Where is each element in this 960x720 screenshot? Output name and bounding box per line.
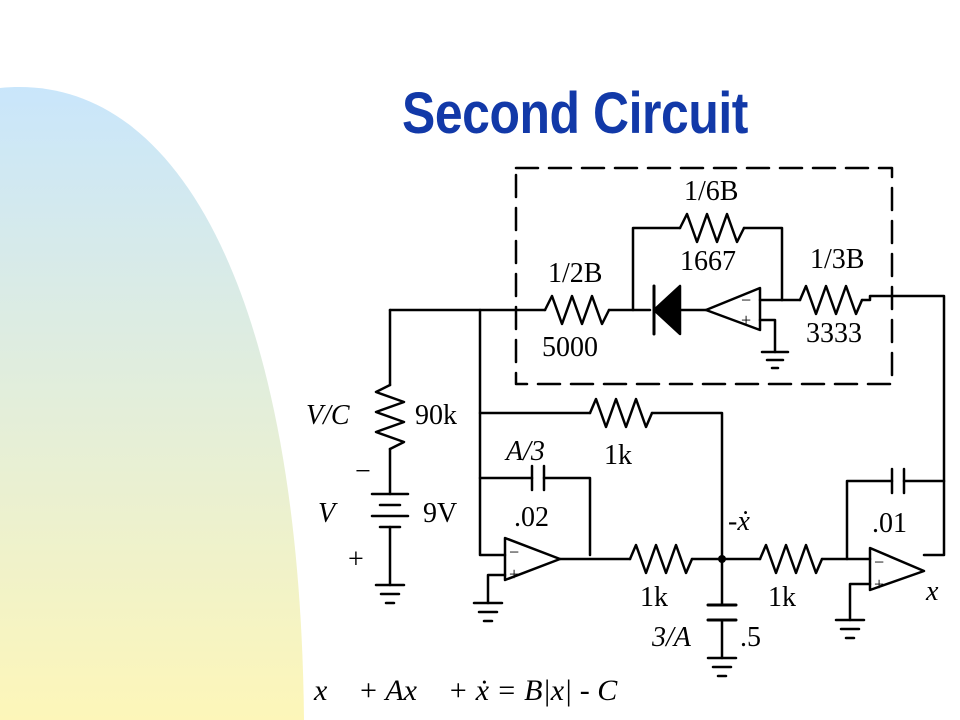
value-vc: 90k: [415, 400, 457, 431]
label-battery: V: [318, 498, 338, 529]
resistor-sixth-b: [678, 212, 746, 244]
capacitor-2: [890, 467, 906, 495]
ground-right: [834, 618, 866, 640]
ground-battery: [374, 583, 406, 605]
resistor-bottom-1: [628, 543, 694, 575]
label-output: x: [925, 576, 939, 607]
differential-equation: x⃛ + Ax⃛ + ẋ = B|x| - C: [313, 674, 618, 707]
opamp-top-minus: −: [741, 290, 751, 310]
resistor-mid: [588, 397, 654, 429]
wire: [631, 226, 682, 312]
opamp-right: [868, 546, 926, 592]
label-sixth-b: 1/6B: [684, 176, 738, 207]
wire: [542, 476, 592, 557]
label-xdot: -ẋ: [728, 506, 750, 537]
resistor-half-b: [543, 294, 611, 326]
label-half-b: 1/2B: [548, 258, 602, 289]
ground-left: [472, 601, 504, 623]
capacitor-3: [706, 603, 738, 622]
opamp-left: [503, 536, 562, 582]
wire: [860, 294, 946, 557]
value-half-b: 5000: [542, 332, 598, 363]
ground-cap3: [706, 656, 738, 678]
resistor-third-b: [798, 284, 864, 316]
label-third-b: 1/3B: [810, 244, 864, 275]
value-cap2: .01: [872, 508, 907, 539]
value-cap1: .02: [514, 502, 549, 533]
value-third-b: 3333: [806, 318, 862, 349]
value-bottom2: 1k: [768, 582, 796, 613]
opamp-top-plus: +: [741, 310, 751, 330]
battery-plus: +: [348, 544, 364, 575]
value-bottom1: 1k: [640, 582, 668, 613]
label-cap3: 3/A: [651, 622, 692, 653]
label-vc: V/C: [306, 400, 350, 431]
wire: [650, 411, 724, 561]
value-sixth-b: 1667: [680, 246, 736, 277]
value-battery: 9V: [423, 498, 457, 529]
wire: [848, 582, 872, 622]
value-mid-resistor: 1k: [604, 440, 632, 471]
diode: [652, 284, 682, 336]
dashed-subcircuit-box: [514, 166, 894, 386]
battery: [370, 492, 410, 529]
slide-title: Second Circuit: [402, 81, 748, 146]
ground-top: [760, 350, 790, 370]
label-cap1: A/3: [504, 436, 545, 467]
capacitor-1: [530, 464, 546, 492]
wire: [486, 573, 507, 605]
wire: [478, 308, 507, 557]
junction-dot: [718, 555, 726, 563]
resistor-bottom-2: [758, 543, 824, 575]
opamp-top: [704, 286, 762, 332]
opamp-left-plus: +: [509, 564, 519, 584]
opamp-left-minus: −: [509, 542, 519, 562]
resistor-vc: [374, 383, 406, 451]
opamp-right-plus: +: [874, 574, 884, 594]
value-cap3: .5: [740, 622, 761, 653]
battery-minus: −: [355, 456, 371, 487]
wire: [742, 226, 784, 302]
wire: [845, 479, 894, 561]
opamp-right-minus: −: [874, 552, 884, 572]
wire: [758, 318, 777, 354]
